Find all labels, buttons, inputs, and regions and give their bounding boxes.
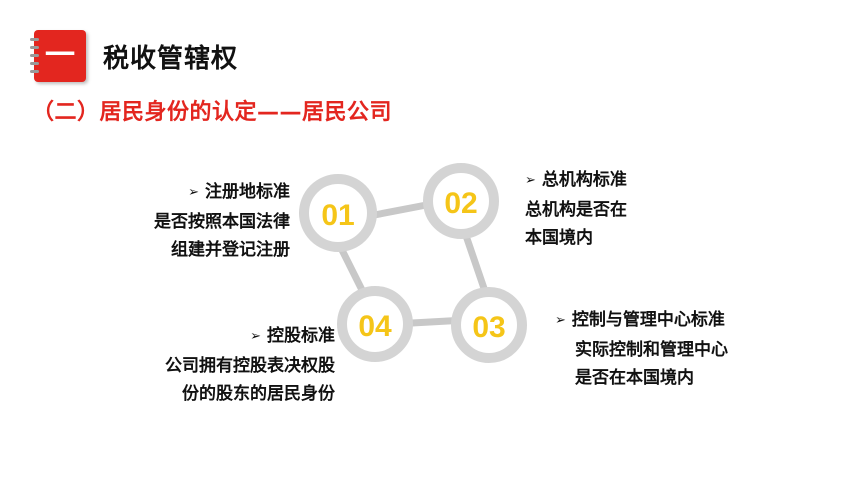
node-02-label: 02 — [444, 187, 477, 220]
arrowhead-bullet-icon: ➢ — [250, 329, 261, 344]
criterion-4-head: 控股标准 — [267, 326, 335, 346]
arrowhead-bullet-icon: ➢ — [525, 173, 536, 188]
page-subtitle: （二）居民身份的认定——居民公司 — [32, 100, 393, 125]
node-04-label: 04 — [358, 310, 392, 343]
notebook-icon: 一 — [30, 30, 86, 82]
criterion-2-head: 总机构标准 — [541, 170, 627, 190]
criterion-1-head: 注册地标准 — [205, 182, 290, 202]
criterion-3-line-1: 实际控制和管理中心 — [575, 340, 728, 360]
criterion-1-line-2: 组建并登记注册 — [171, 240, 290, 260]
criterion-4-line-2: 份的股东的居民身份 — [182, 384, 335, 404]
criterion-1-line-1: 是否按照本国法律 — [154, 212, 290, 232]
criterion-shareholding: ➢ 控股标准 公司拥有控股表决权股 份的股东的居民身份 — [165, 322, 335, 408]
criterion-3-head: 控制与管理中心标准 — [571, 310, 725, 330]
diagram-graphic: 01 02 03 04 — [299, 163, 527, 363]
criterion-2-line-1: 总机构是否在 — [525, 200, 627, 220]
arrowhead-bullet-icon: ➢ — [555, 313, 566, 328]
criterion-head-office: ➢ 总机构标准 总机构是否在 本国境内 — [525, 166, 627, 252]
page-title: 税收管辖权 — [103, 44, 239, 74]
node-03-label: 03 — [472, 311, 505, 344]
criteria-diagram: 01 02 03 04 — [290, 162, 550, 372]
criterion-3-line-2: 是否在本国境内 — [575, 368, 694, 388]
node-01: 01 — [299, 174, 377, 252]
section-number: 一 — [45, 38, 75, 73]
node-04: 04 — [337, 286, 413, 362]
arrowhead-bullet-icon: ➢ — [188, 185, 199, 200]
criterion-4-line-1: 公司拥有控股表决权股 — [165, 356, 335, 376]
node-01-label: 01 — [321, 199, 354, 232]
criterion-2-line-2: 本国境内 — [525, 228, 593, 248]
criterion-registration: ➢ 注册地标准 是否按照本国法律 组建并登记注册 — [154, 178, 290, 264]
criterion-control-management: ➢ 控制与管理中心标准 实际控制和管理中心 是否在本国境内 — [555, 306, 728, 392]
node-02: 02 — [423, 163, 499, 239]
node-03: 03 — [451, 287, 527, 363]
